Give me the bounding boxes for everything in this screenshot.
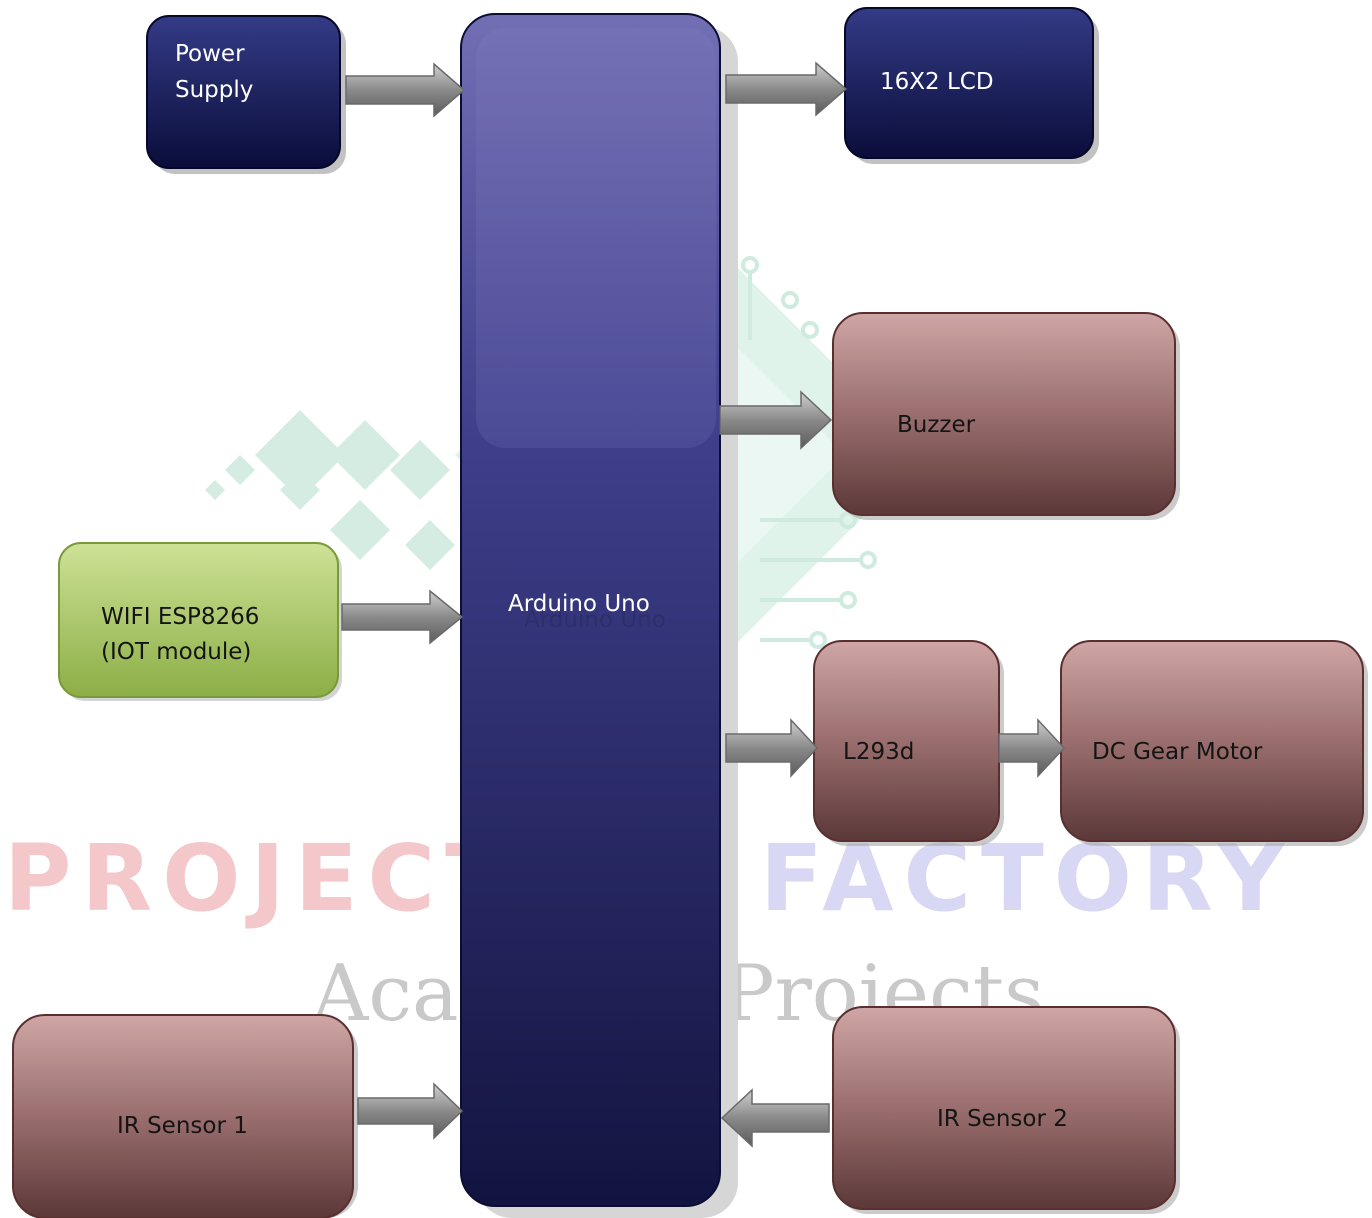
power-supply-label: Power Supply xyxy=(175,41,253,103)
ir-sensor-1-block: IR Sensor 1 xyxy=(12,1014,358,1218)
power-supply-block: Power Supply xyxy=(146,15,346,174)
lcd-label: 16X2 LCD xyxy=(880,69,994,95)
wifi-line-2: (IOT module) xyxy=(101,639,251,665)
power-supply-line-1: Power xyxy=(175,41,245,67)
wifi-line-1: WIFI ESP8266 xyxy=(101,604,259,630)
arrow-wifi-to-arduino xyxy=(341,589,464,645)
wifi-module-block: WIFI ESP8266 (IOT module) xyxy=(58,542,342,701)
arrow-ir1-to-arduino xyxy=(357,1082,464,1140)
lcd-block: 16X2 LCD xyxy=(844,7,1099,164)
dc-motor-block: DC Gear Motor xyxy=(1060,640,1368,846)
power-supply-line-2: Supply xyxy=(175,77,253,103)
l293d-label: L293d xyxy=(843,739,914,765)
arrow-ir2-to-arduino xyxy=(720,1088,830,1148)
l293d-block: L293d xyxy=(813,640,1004,846)
wifi-module-label: WIFI ESP8266 (IOT module) xyxy=(101,604,267,665)
dc-motor-label: DC Gear Motor xyxy=(1092,739,1263,765)
arrow-arduino-to-buzzer xyxy=(719,390,833,450)
buzzer-block: Buzzer xyxy=(832,312,1180,520)
arduino-label: Arduino Uno xyxy=(508,591,650,617)
arrow-arduino-to-l293d xyxy=(725,718,819,778)
arrow-arduino-to-lcd xyxy=(725,61,848,117)
ir-sensor-2-label: IR Sensor 2 xyxy=(937,1106,1068,1132)
buzzer-label: Buzzer xyxy=(897,412,976,438)
arduino-block: Arduino Uno Arduino Uno xyxy=(460,13,738,1218)
ir-sensor-2-block: IR Sensor 2 xyxy=(832,1006,1180,1214)
ir-sensor-1-label: IR Sensor 1 xyxy=(117,1113,248,1139)
arrow-l293d-to-motor xyxy=(998,718,1066,778)
arduino-ghost-label: Arduino Uno xyxy=(524,607,666,633)
arrow-power-to-arduino xyxy=(345,62,466,118)
arrows xyxy=(341,61,1066,1148)
